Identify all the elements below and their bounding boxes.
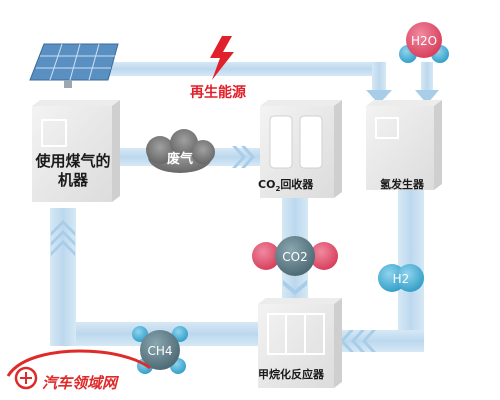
- watermark-text: 汽车领域网: [42, 374, 118, 392]
- h2-label: H2: [393, 272, 410, 286]
- machine-unit: [32, 100, 120, 202]
- h2o-label: H2O: [411, 34, 437, 48]
- arrow-h2-left-1: [362, 330, 376, 352]
- waste-gas-cloud: [146, 129, 215, 173]
- co2-collector-label: CO2回收器: [258, 176, 313, 193]
- machine-label-line1: 使用煤气的: [35, 152, 111, 170]
- machine-label-line2: 机器: [57, 171, 88, 189]
- co2-collector-label-suffix: 回收器: [280, 178, 314, 191]
- pipe-h2o: [421, 62, 433, 98]
- ch4-label: CH4: [147, 344, 172, 358]
- watermark-car-logo: [6, 349, 151, 390]
- waste-gas-label: 废气: [167, 151, 193, 167]
- hydrogen-generator-label: 氢发生器: [380, 178, 424, 191]
- arrow-waste-gas-1: [232, 146, 246, 168]
- pipe-renewable-down: [372, 62, 386, 98]
- arrow-h2o-down: [415, 90, 439, 104]
- arrow-h2-left-3: [340, 330, 354, 352]
- renewable-energy-label: 再生能源: [190, 85, 246, 101]
- arrow-h2-left-2: [351, 330, 365, 352]
- arrow-ch4-up-1: [51, 220, 75, 236]
- co2-collector-unit: [260, 100, 342, 198]
- h2o-molecule-icon: H2O: [399, 22, 449, 63]
- solar-panel-icon: [29, 43, 119, 88]
- co2-collector-label-prefix: CO: [258, 178, 276, 191]
- hydrogen-generator-unit: [366, 100, 442, 190]
- h2-molecule-icon: H2: [378, 264, 424, 292]
- ch4-molecule-icon: CH4: [132, 326, 188, 374]
- arrow-waste-gas-2: [241, 146, 255, 168]
- co2-molecule-icon: CO2: [252, 236, 338, 276]
- machine-label: 使用煤气的 机器: [18, 152, 128, 190]
- pipe-h2-horizontal: [340, 330, 424, 352]
- arrow-ch4-up-2: [51, 230, 75, 246]
- arrow-renewable-down: [366, 90, 392, 104]
- arrow-ch4-up-3: [51, 240, 75, 256]
- methanation-reactor-label: 甲烷化反应器: [258, 368, 324, 381]
- co2-collector-label-sub: 2: [275, 185, 281, 194]
- co2-label: CO2: [282, 250, 307, 264]
- pipe-renewable: [100, 62, 380, 76]
- pipe-ch4-vertical: [50, 208, 76, 346]
- arrow-co2-down-1: [283, 280, 307, 295]
- methanation-reactor-unit: [258, 298, 342, 388]
- lightning-icon: [210, 36, 234, 80]
